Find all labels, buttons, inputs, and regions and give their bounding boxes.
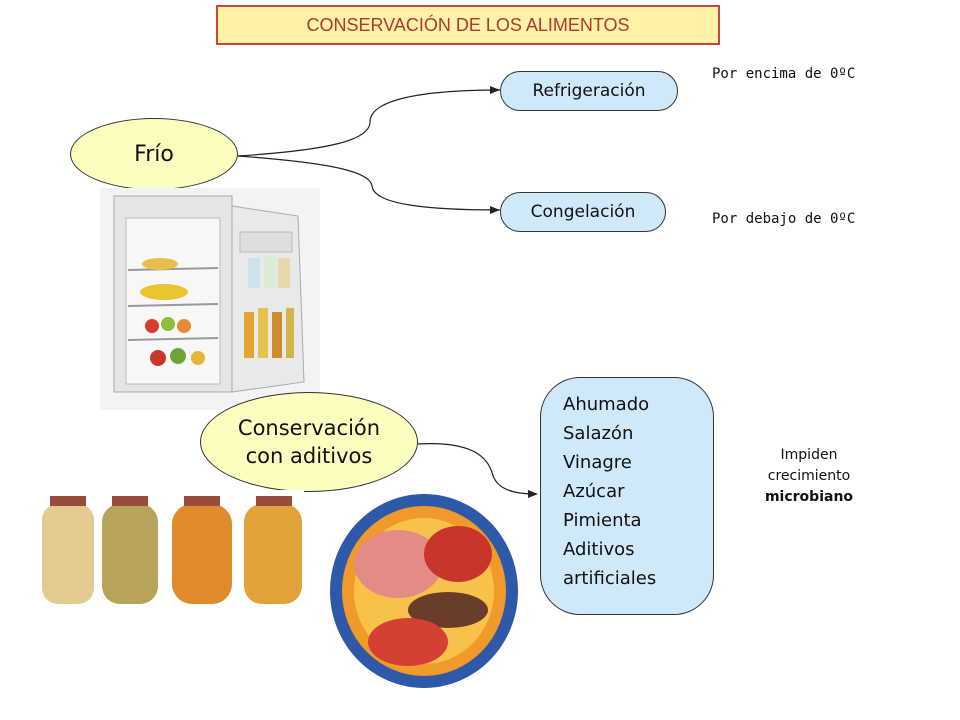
refrigeracion-node: Refrigeración <box>500 71 678 111</box>
impiden-line-3: microbiano <box>764 489 854 505</box>
aditivos-node: Conservación con aditivos <box>200 392 418 492</box>
impiden-line-1: Impiden <box>780 447 838 463</box>
congelacion-node: Congelación <box>500 192 666 232</box>
method-item: Aditivos <box>563 539 635 560</box>
aditivos-line-2: con aditivos <box>245 444 373 468</box>
method-item: Azúcar <box>563 481 625 502</box>
method-item: Vinagre <box>563 452 632 473</box>
cured-meats-plate-image <box>330 494 518 688</box>
method-item: Salazón <box>563 423 634 444</box>
connector-frio-congelacion <box>237 155 501 211</box>
note-below-zero: Por debajo de 0ºC <box>712 211 856 227</box>
method-item: artificiales <box>563 568 657 589</box>
pickle-jars-image <box>42 490 304 606</box>
fridge-image <box>100 188 320 410</box>
note-above-zero: Por encima de 0ºC <box>712 66 856 82</box>
method-item: Pimienta <box>563 510 642 531</box>
page-title: CONSERVACIÓN DE LOS ALIMENTOS <box>216 5 720 45</box>
method-item: Ahumado <box>563 394 650 415</box>
connector-aditivos-methods <box>417 443 537 495</box>
connector-frio-refrigeracion <box>237 89 501 157</box>
impiden-note: Impiden crecimiento microbiano <box>742 445 876 508</box>
aditivos-line-1: Conservación <box>237 416 381 440</box>
preservation-methods-list: Ahumado Salazón Vinagre Azúcar Pimienta … <box>540 377 714 615</box>
impiden-line-2: crecimiento <box>767 468 851 484</box>
frio-node: Frío <box>70 118 238 190</box>
